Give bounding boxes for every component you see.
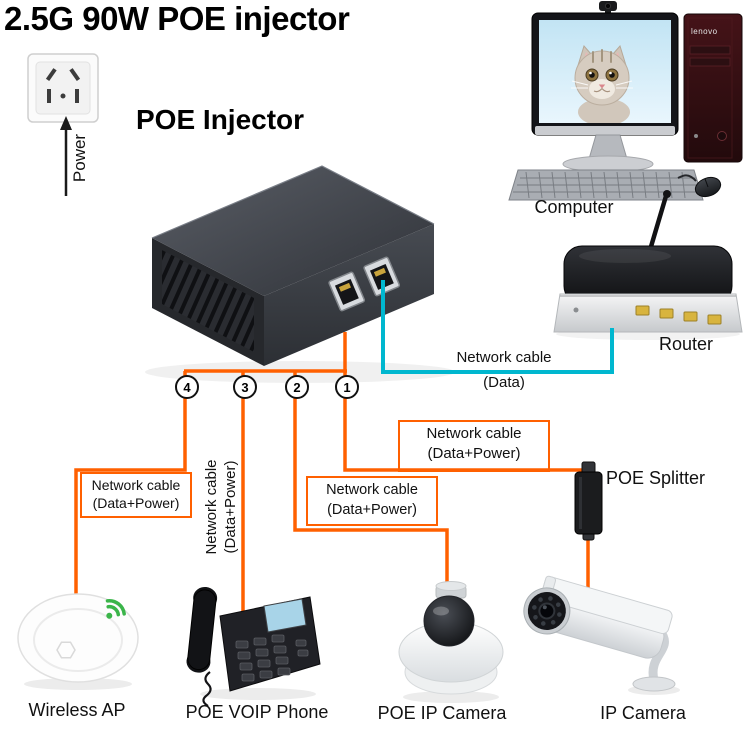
splitter-label: POE Splitter xyxy=(606,468,706,488)
port-4-number: 4 xyxy=(183,379,191,395)
port-2-badge: 2 xyxy=(285,375,309,399)
computer-device: lenovo xyxy=(508,1,743,201)
port-1-badge: 1 xyxy=(335,375,359,399)
phone-cord xyxy=(202,671,212,707)
cable-1-label-line1: Network cable xyxy=(426,425,522,442)
rj45-port xyxy=(363,256,401,297)
injector-heading: POE Injector xyxy=(136,104,305,135)
rj45-port xyxy=(328,271,366,312)
tower-logo: lenovo xyxy=(691,27,718,36)
cable-3-label: Network cable (Data+Power) xyxy=(202,432,240,582)
dome-lens xyxy=(423,595,475,647)
pc-tower: lenovo xyxy=(683,13,743,163)
port-3-badge: 3 xyxy=(233,375,257,399)
dome-camera-label: POE IP Camera xyxy=(377,703,507,723)
cable-3-label-line1: Network cable xyxy=(203,459,220,555)
vent-grille xyxy=(162,250,254,352)
cable-4-label-line1: Network cable xyxy=(91,477,181,493)
phone-keypad xyxy=(235,634,309,682)
cables xyxy=(74,280,614,612)
port-3-number: 3 xyxy=(241,379,249,395)
page-title: 2.5G 90W POE injector xyxy=(4,0,350,37)
poe-splitter-device xyxy=(574,461,603,541)
voip-phone-device xyxy=(186,586,321,707)
cable-2-label-line2: (Data+Power) xyxy=(327,502,417,518)
cable-1-label: Network cable (Data+Power) xyxy=(398,420,550,472)
power-label: Power xyxy=(70,133,89,183)
data-cable-label-line1: Network cable xyxy=(456,349,552,366)
router-device xyxy=(553,190,743,340)
phone-handset xyxy=(186,586,218,673)
cable-4-label: Network cable (Data+Power) xyxy=(80,472,192,518)
cable-2-label: Network cable (Data+Power) xyxy=(306,476,438,526)
power-cable-4 xyxy=(74,371,187,600)
voip-phone-label: POE VOIP Phone xyxy=(185,702,329,722)
keyboard-icon xyxy=(508,169,704,201)
data-cable xyxy=(381,280,614,374)
computer-label: Computer xyxy=(534,197,614,217)
bullet-camera-device xyxy=(523,575,680,695)
cable-1-label-line2: (Data+Power) xyxy=(427,445,521,462)
bullet-camera-label: IP Camera xyxy=(600,703,686,723)
cable-2-label-line1: Network cable xyxy=(326,482,418,498)
wireless-ap-label: Wireless AP xyxy=(28,700,126,720)
cable-4-label-line2: (Data+Power) xyxy=(92,495,180,511)
antenna-icon xyxy=(647,193,669,253)
port-2-number: 2 xyxy=(293,379,301,395)
power-outlet-icon xyxy=(27,53,99,123)
mouse-icon xyxy=(677,174,722,198)
monitor xyxy=(531,12,679,173)
webcam-icon xyxy=(599,1,617,14)
data-cable-label-line2: (Data) xyxy=(483,374,525,391)
power-arrow-icon xyxy=(60,116,72,196)
power-cable-2 xyxy=(293,371,449,592)
wireless-ap-device xyxy=(17,593,139,690)
dome-camera-device xyxy=(398,581,504,703)
port-4-badge: 4 xyxy=(175,375,199,399)
port-1-number: 1 xyxy=(343,379,351,395)
cable-3-label-line2: (Data+Power) xyxy=(222,460,239,554)
router-label: Router xyxy=(658,334,714,354)
kitten-image xyxy=(571,44,633,123)
phone-screen xyxy=(263,598,307,633)
wifi-icon xyxy=(105,599,126,619)
poe-injector-device xyxy=(145,165,455,383)
